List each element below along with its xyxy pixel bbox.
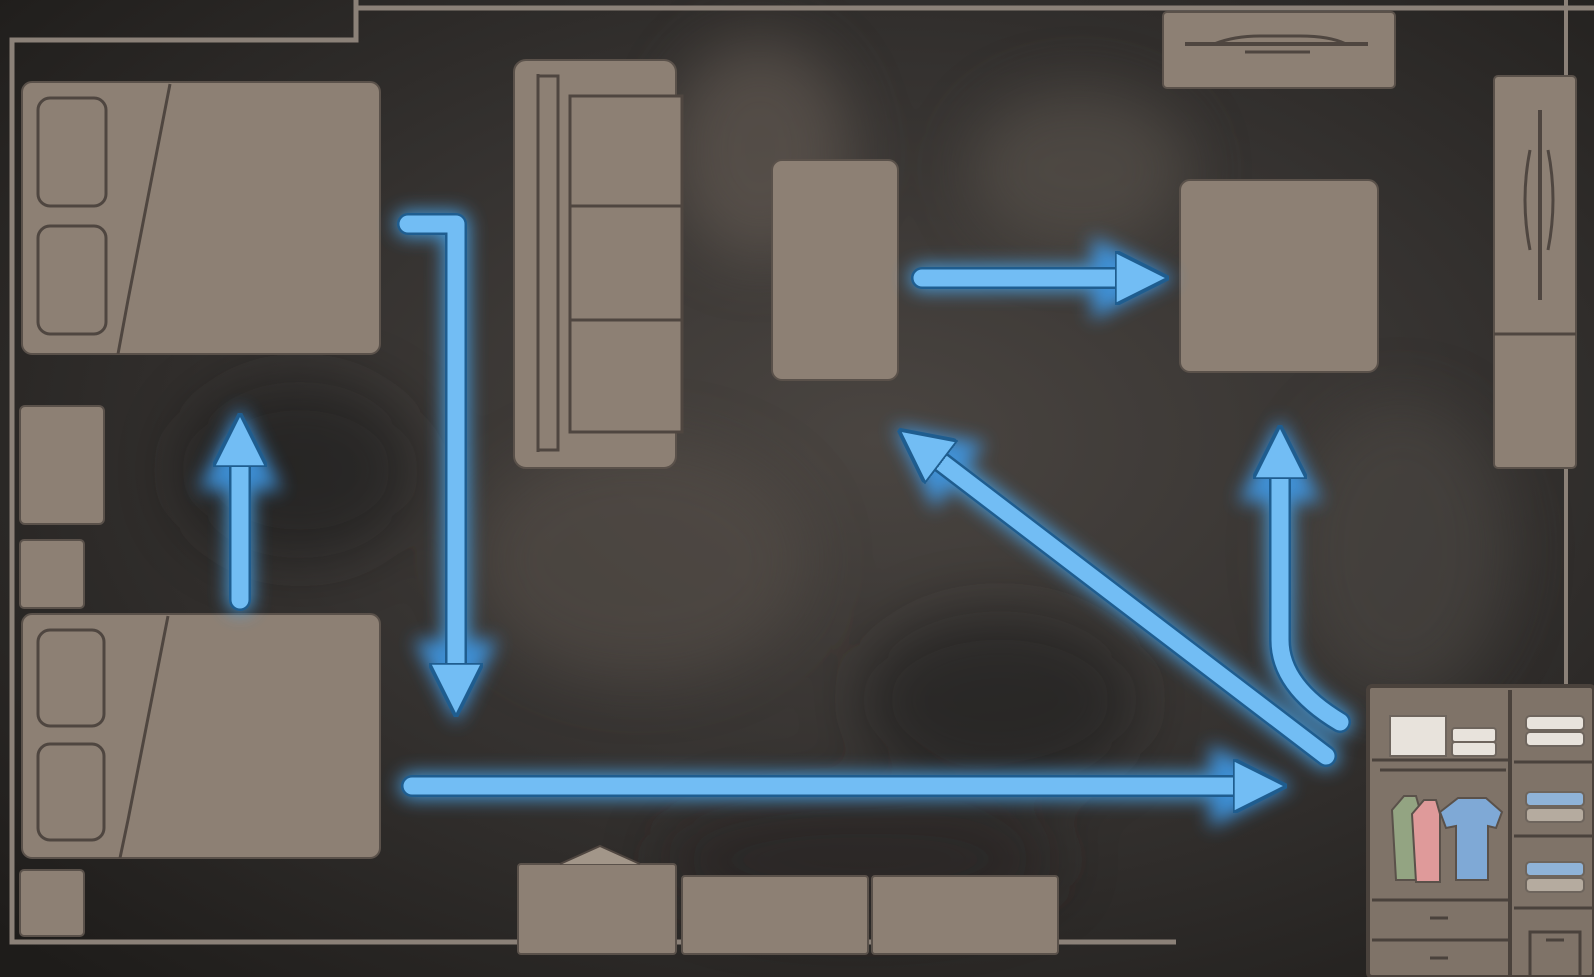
pillow — [36, 628, 106, 728]
blanket-fold — [116, 83, 172, 355]
pillow — [36, 742, 106, 842]
box-icon — [1389, 715, 1447, 757]
folded-towels-icon — [1525, 715, 1585, 893]
bed-bottom — [21, 613, 381, 859]
folded-towel-icon — [1451, 727, 1497, 743]
closet — [1366, 684, 1594, 977]
arrow-closet-to-table — [920, 446, 1337, 767]
tv-icon — [1213, 34, 1347, 46]
nightstand — [19, 539, 85, 609]
coffee-table — [771, 159, 899, 381]
dresser — [517, 844, 1059, 955]
tv-stand — [1162, 11, 1396, 89]
cabinet — [681, 875, 869, 955]
flow-arrows — [240, 213, 1351, 786]
sofa — [513, 59, 684, 469]
lamp-icon — [1523, 149, 1555, 251]
side-cabinet — [1493, 75, 1577, 469]
pillow — [36, 96, 108, 208]
wall-outline — [9, 0, 1176, 945]
bed-top — [21, 81, 381, 355]
hanging-clothes-icon — [1380, 768, 1506, 883]
cabinet — [871, 875, 1059, 955]
blanket-fold — [118, 615, 170, 859]
pillow — [36, 224, 108, 336]
drawer-handles — [1430, 916, 1582, 977]
arrow-closet-to-square — [1280, 452, 1351, 733]
nightstand — [19, 405, 105, 525]
nightstand — [19, 869, 85, 937]
arrow-bed-down — [397, 213, 456, 690]
nightstands — [19, 405, 105, 937]
folded-towel-icon — [1451, 741, 1497, 757]
square-table — [1179, 179, 1379, 373]
sofa-cushions — [568, 94, 684, 434]
dresser-top — [559, 844, 641, 865]
